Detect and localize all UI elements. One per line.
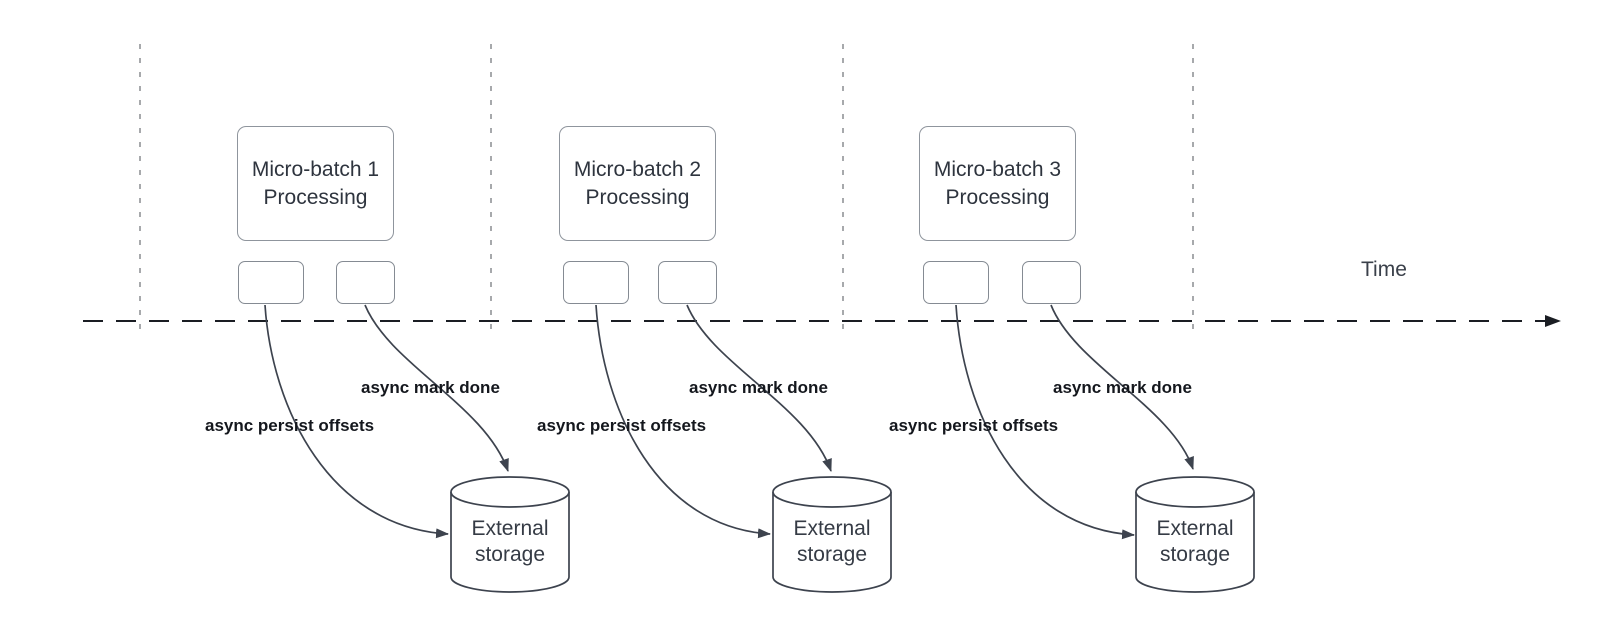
external-storage-label-3: External storage	[1156, 517, 1234, 566]
mark-done-arrow-2	[686, 304, 832, 472]
storage-cylinder-1	[450, 476, 570, 593]
done-task-box-2	[658, 261, 717, 304]
micro-batch-1-box: Micro-batch 1 Processing	[237, 126, 394, 241]
persist-offsets-arrow-2	[595, 304, 771, 539]
persist-task-box-1	[238, 261, 304, 304]
persist-task-box-2	[563, 261, 629, 304]
external-storage-label-1: External storage	[471, 517, 549, 566]
mark-done-arrow-1	[364, 304, 509, 472]
storage-cylinder-2	[772, 476, 892, 593]
micro-batch-2-box-label: Micro-batch 2 Processing	[573, 157, 702, 209]
mark-done-label-2: async mark done	[689, 378, 828, 397]
persist-offsets-label-2: async persist offsets	[537, 416, 707, 435]
persist-offsets-label-3: async persist offsets	[889, 416, 1059, 435]
persist-offsets-label-1: async persist offsets	[205, 416, 375, 435]
mark-done-label-3: async mark done	[1053, 378, 1192, 397]
external-storage-label-2: External storage	[793, 517, 871, 566]
micro-batch-3-box-label: Micro-batch 3 Processing	[933, 157, 1062, 209]
mark-done-label-1: async mark done	[361, 378, 500, 397]
micro-batch-2-box: Micro-batch 2 Processing	[559, 126, 716, 241]
persist-offsets-arrow-3	[955, 304, 1135, 540]
time-axis-label: Time	[1361, 258, 1407, 281]
micro-batch-1-box-label: Micro-batch 1 Processing	[251, 157, 380, 209]
mark-done-arrow-3	[1050, 304, 1194, 470]
micro-batch-3-box: Micro-batch 3 Processing	[919, 126, 1076, 241]
persist-task-box-3	[923, 261, 989, 304]
done-task-box-1	[336, 261, 395, 304]
done-task-box-3	[1022, 261, 1081, 304]
storage-cylinder-3	[1135, 476, 1255, 593]
persist-offsets-arrow-1	[264, 304, 449, 539]
